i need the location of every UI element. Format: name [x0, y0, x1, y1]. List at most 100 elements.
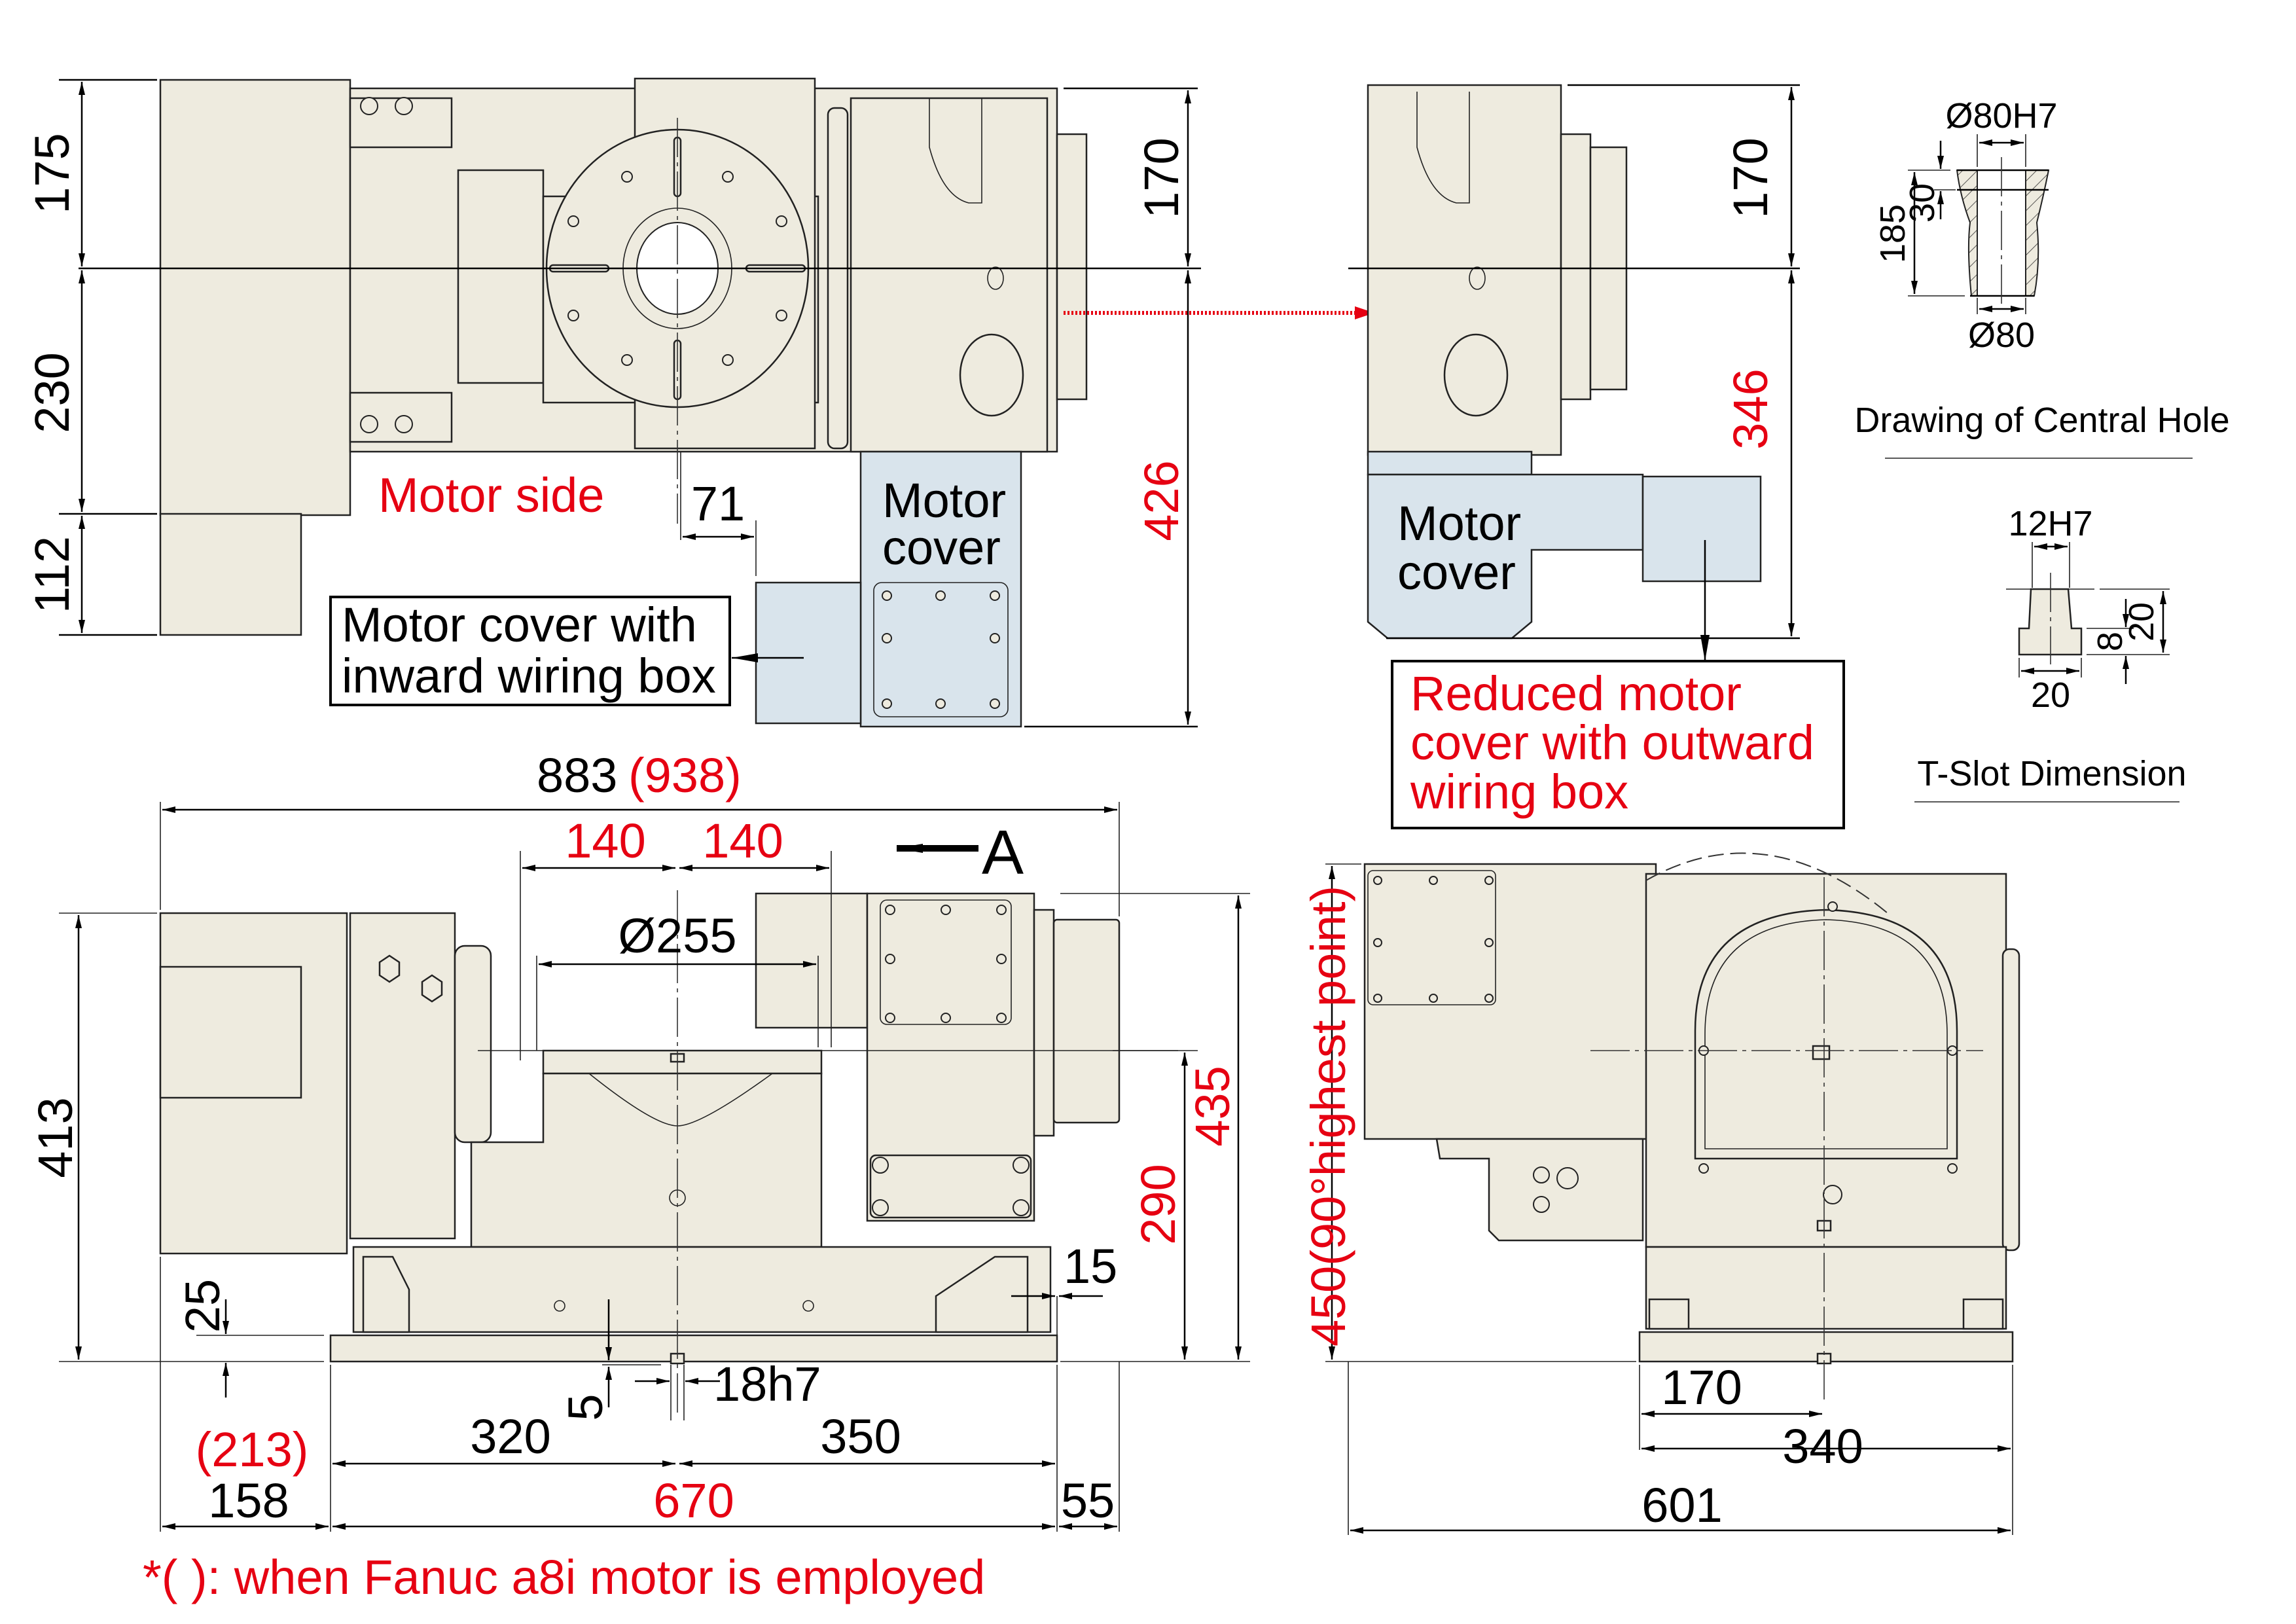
bolt-icon — [395, 97, 413, 115]
bolt-icon — [360, 97, 378, 115]
dim-158: 158 — [208, 1473, 289, 1528]
cover-plate — [880, 899, 1012, 1025]
clamp-left — [1648, 1298, 1690, 1330]
gearbox-cutout — [1416, 92, 1470, 204]
end-cap — [1033, 909, 1055, 1137]
dim-255: Ø255 — [618, 909, 736, 963]
dim-30: 30 — [1903, 183, 1942, 223]
outward-callout-line-1: Reduced motor — [1410, 666, 1742, 721]
dim-346: 346 — [1723, 369, 1778, 449]
dim-18h7: 18h7 — [713, 1357, 821, 1411]
hole-wall-right — [2025, 170, 2050, 297]
end-cap-ext — [1052, 918, 1121, 1124]
table-body — [470, 1072, 823, 1248]
t-slot-detail: 12H7 20 20 8 T-Slot Dimension — [1914, 504, 2187, 803]
cover-plate — [873, 582, 1009, 717]
spindle-nut-icon — [1823, 1185, 1842, 1204]
fitting-icon — [421, 974, 443, 1003]
dim-670: 670 — [653, 1473, 734, 1528]
dim-350: 350 — [820, 1409, 901, 1464]
view-a-label: A — [982, 818, 1024, 888]
fitting-icon — [1533, 1166, 1550, 1183]
inward-wiring-box — [755, 581, 862, 725]
key-icon — [1812, 1045, 1831, 1060]
dim-140-left: 140 — [565, 814, 645, 868]
dim-80: Ø80 — [1968, 316, 2035, 355]
dim-883: 883 — [537, 748, 617, 803]
footnote: *( ): when Fanuc a8i motor is employed — [143, 1550, 985, 1604]
motor-flange — [959, 333, 1024, 417]
clamp-right — [935, 1255, 1029, 1333]
dim-170-side: 170 — [1661, 1360, 1742, 1415]
plug-icon — [1469, 266, 1486, 290]
dim-185: 185 — [1873, 204, 1912, 263]
dim-170-top-right: 170 — [1723, 137, 1778, 218]
flange — [457, 169, 545, 384]
dim-175: 175 — [25, 133, 79, 213]
motor-cover-label-2b: cover — [1397, 545, 1516, 600]
dim-55: 55 — [1061, 1473, 1115, 1528]
front-view: 883 (938) 140 140 A Ø255 413 25 5 — [28, 748, 1250, 1604]
dim-230: 230 — [25, 352, 79, 433]
gearbox-cutout — [929, 98, 982, 204]
fitting-icon — [378, 954, 401, 983]
base-upper — [352, 1246, 1052, 1333]
central-hole-caption: Drawing of Central Hole — [1854, 401, 2229, 440]
table-bolts — [567, 171, 787, 366]
dim-170-top-left: 170 — [1134, 137, 1189, 218]
base-plate — [329, 1334, 1058, 1363]
central-hole-detail: Ø80H7 Ø80 185 30 Drawing of Central Hole — [1854, 96, 2230, 459]
outward-wiring-callout — [1391, 660, 1845, 829]
outward-callout-line-2: cover with outward — [1410, 715, 1814, 770]
motor-junction-box — [159, 965, 302, 1099]
plug-icon — [987, 266, 1004, 290]
top-right-view: 170 346 Motor cover Reduced motor cover … — [1348, 84, 1845, 829]
dim-213-alt: (213) — [196, 1422, 309, 1477]
gearbox-bolts — [885, 905, 1007, 1023]
clamp-right — [1962, 1298, 2004, 1330]
inward-callout-line-2: inward wiring box — [342, 649, 716, 703]
highest-point-arc — [1645, 852, 1892, 917]
base-side — [1645, 1246, 2007, 1330]
motor-cover-label-2a: Motor — [1397, 496, 1521, 550]
spindle-housing — [454, 945, 492, 1144]
bolt-icon — [395, 415, 413, 433]
dim-340: 340 — [1782, 1419, 1863, 1473]
dim-426: 426 — [1134, 460, 1189, 541]
t-slot-profile — [2018, 588, 2083, 656]
inward-wiring-callout — [329, 596, 731, 706]
dim-938-alt: (938) — [628, 748, 742, 803]
outward-callout-line-3: wiring box — [1410, 765, 1628, 819]
faceplate-arch — [1694, 909, 1958, 1160]
dim-112: 112 — [25, 536, 79, 613]
cover-collar — [1367, 450, 1533, 476]
dim-140-right: 140 — [702, 814, 783, 868]
cover-plate — [1367, 870, 1496, 1005]
top-left-view: 175 230 112 170 426 71 Motor side Motor … — [25, 77, 1374, 728]
motor-mount — [1435, 1138, 1644, 1242]
side-view-a: 450(90°highest point) 170 340 601 — [1301, 852, 2020, 1535]
clamp-left — [362, 1255, 410, 1333]
end-cap — [1560, 133, 1592, 401]
motor-cover-label-1b: cover — [882, 520, 1001, 575]
dim-290: 290 — [1131, 1164, 1185, 1244]
dim-15: 15 — [1064, 1239, 1117, 1293]
end-cap — [1056, 133, 1088, 401]
motor-cover-label-1a: Motor — [882, 473, 1006, 528]
motor-side-label: Motor side — [378, 468, 604, 522]
dim-5: 5 — [558, 1394, 613, 1420]
bolt-icon — [360, 415, 378, 433]
faceplate-inner — [1704, 919, 1948, 1149]
dim-12h7: 12H7 — [2008, 504, 2092, 543]
gearbox-side — [1363, 863, 1657, 1140]
side-cover — [2001, 948, 2020, 1252]
dim-601: 601 — [1641, 1478, 1722, 1532]
dim-320: 320 — [470, 1409, 550, 1464]
dim-80h7: Ø80H7 — [1945, 96, 2057, 135]
outward-wiring-box — [1641, 475, 1762, 583]
dim-25: 25 — [175, 1279, 230, 1333]
dim-435: 435 — [1185, 1066, 1240, 1146]
dim-8: 8 — [2090, 632, 2130, 651]
motor-housing — [159, 79, 351, 516]
cover-bolts — [882, 590, 1000, 709]
